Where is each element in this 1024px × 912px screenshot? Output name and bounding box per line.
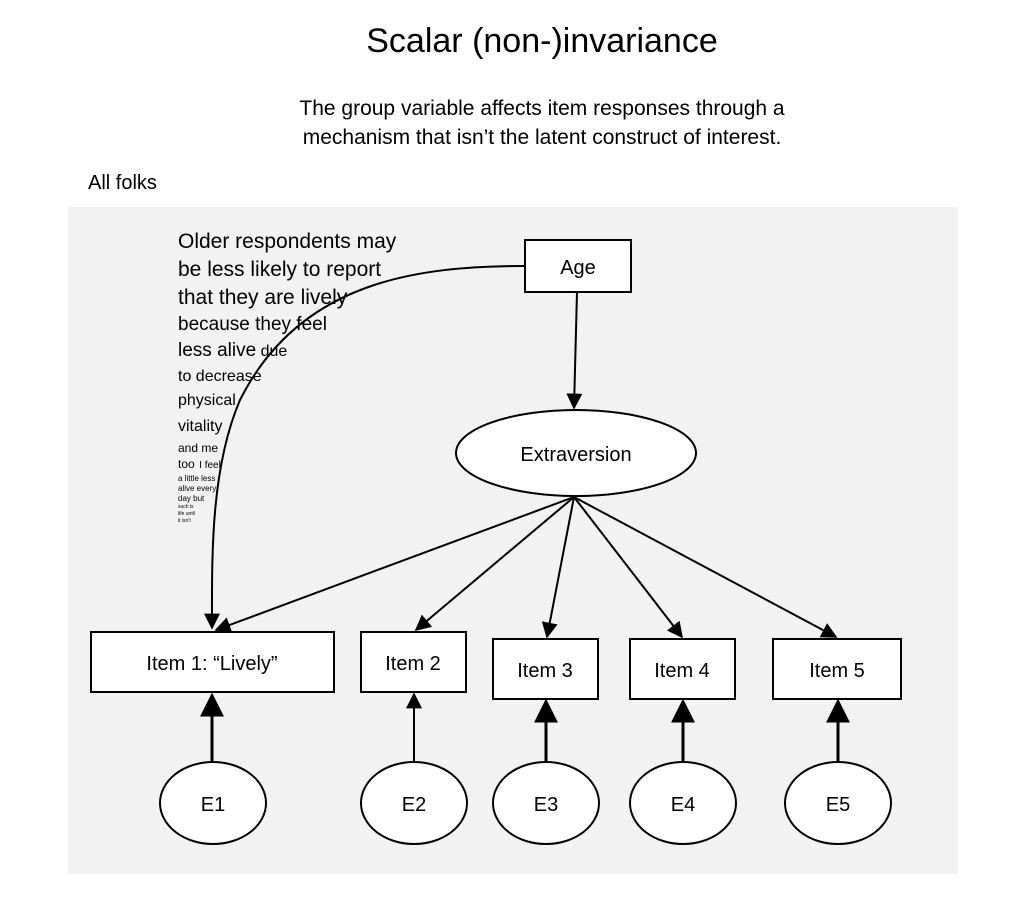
node-item3-label: Item 3 xyxy=(517,660,573,682)
node-e4: E4 xyxy=(629,761,737,845)
annotation-line: it isn’t xyxy=(178,518,191,524)
edge-extraversion-to-item1 xyxy=(214,496,575,633)
node-item1-label: Item 1: “Lively” xyxy=(146,653,277,675)
page-title: Scalar (non-)invariance xyxy=(366,22,718,60)
edge-age-to-item1 xyxy=(203,265,526,630)
annotation-line: physical xyxy=(178,392,236,409)
node-e2: E2 xyxy=(360,761,468,845)
annotation-line: too I feel xyxy=(178,456,438,474)
subtitle: The group variable affects item response… xyxy=(0,94,1024,152)
annotation-line: to decrease xyxy=(178,368,262,385)
annotation-fragment: I feel xyxy=(199,460,221,471)
node-item4-label: Item 4 xyxy=(654,660,710,682)
node-item3: Item 3 xyxy=(492,638,599,700)
node-e3-label: E3 xyxy=(534,794,558,816)
node-item2-label: Item 2 xyxy=(385,653,441,675)
node-e1-label: E1 xyxy=(201,794,225,816)
node-e5-label: E5 xyxy=(826,794,850,816)
node-item5-label: Item 5 xyxy=(809,660,865,682)
annotation-line: vitality xyxy=(178,418,223,435)
annotation-line: that they are lively xyxy=(178,286,348,309)
age-effect-annotation: Older respondents may be less likely to … xyxy=(178,228,438,525)
edge-extraversion-to-item2 xyxy=(414,496,575,632)
section-label: All folks xyxy=(88,172,157,194)
annotation-line: Older respondents may xyxy=(178,230,397,253)
node-item5: Item 5 xyxy=(772,638,902,700)
edge-age-to-extraversion xyxy=(566,291,583,410)
node-age: Age xyxy=(524,239,632,293)
node-e1: E1 xyxy=(159,761,267,845)
node-age-label: Age xyxy=(560,257,596,279)
edges xyxy=(200,265,850,763)
annotation-line: life until xyxy=(178,511,195,517)
node-extraversion-label: Extraversion xyxy=(520,444,631,466)
node-item2: Item 2 xyxy=(360,631,467,693)
annotation-line: be less likely to report xyxy=(178,258,382,281)
edge-extraversion-to-item5 xyxy=(573,496,838,638)
edge-extraversion-to-item4 xyxy=(573,496,683,639)
node-item1: Item 1: “Lively” xyxy=(90,631,335,693)
annotation-line: day but xyxy=(178,494,205,503)
node-e2-label: E2 xyxy=(402,794,426,816)
edge-extraversion-to-item3 xyxy=(541,496,575,639)
node-extraversion: Extraversion xyxy=(455,409,697,497)
node-item4: Item 4 xyxy=(629,638,736,700)
annotation-line: and me xyxy=(178,441,219,455)
node-e5: E5 xyxy=(784,761,892,845)
annotation-fragment: less alive xyxy=(178,340,257,361)
annotation-line: a little less xyxy=(178,474,216,483)
annotation-fragment: too xyxy=(178,457,195,471)
node-e4-label: E4 xyxy=(671,794,695,816)
annotation-line: alive every xyxy=(178,484,217,493)
annotation-line: because they feel xyxy=(178,314,327,335)
annotation-line: less alive due xyxy=(178,338,438,365)
subtitle-line-1: The group variable affects item response… xyxy=(299,97,785,120)
annotation-fragment: due xyxy=(260,343,288,360)
annotation-line: such is xyxy=(178,504,194,510)
subtitle-line-2: mechanism that isn’t the latent construc… xyxy=(302,126,782,149)
node-e3: E3 xyxy=(492,761,600,845)
